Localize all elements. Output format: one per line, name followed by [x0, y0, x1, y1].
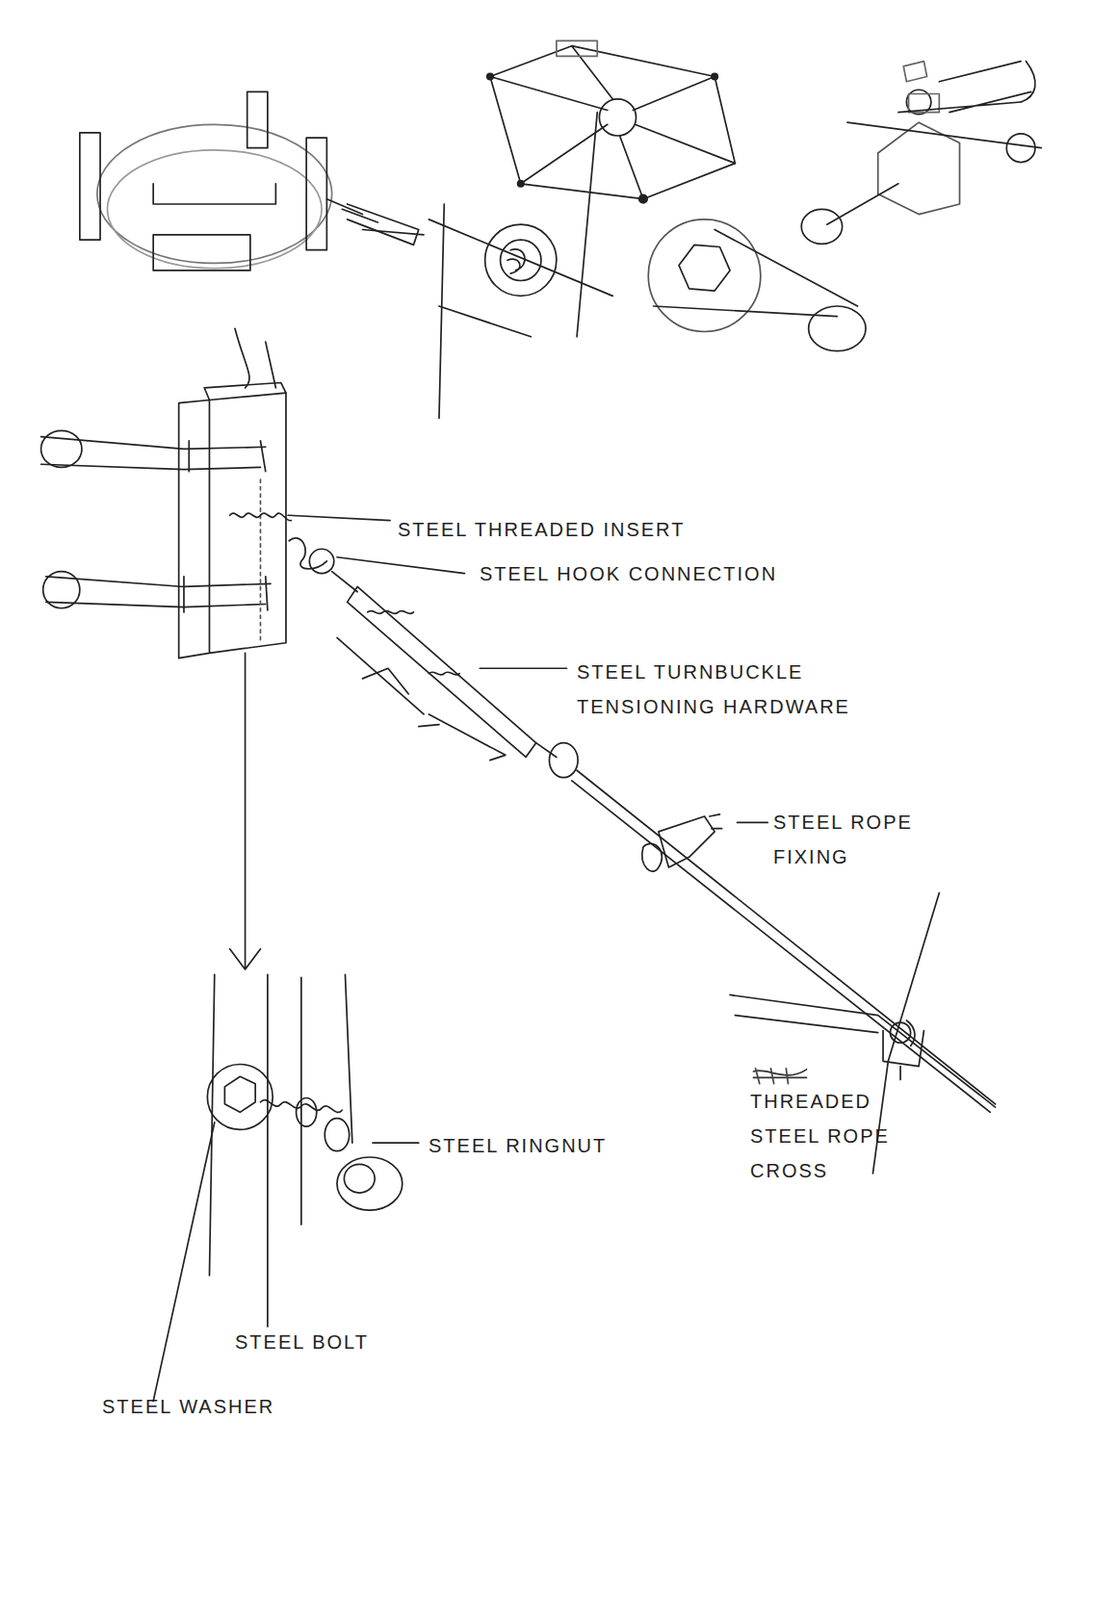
- part-label: STEEL RINGNUT: [428, 1128, 607, 1164]
- part-label: STEEL WASHER: [102, 1389, 275, 1425]
- part-label: STEEL THREADED INSERT: [397, 512, 685, 547]
- part-label: STEEL BOLT: [234, 1325, 369, 1360]
- part-label: STEEL TURNBUCKLE TENSIONING HARDWARE: [576, 654, 895, 725]
- part-label: STEEL HOOK CONNECTION: [479, 556, 778, 592]
- part-label: STEEL ROPE FIXING: [773, 805, 937, 875]
- part-label: THREADED STEEL ROPE CROSS: [750, 1084, 914, 1189]
